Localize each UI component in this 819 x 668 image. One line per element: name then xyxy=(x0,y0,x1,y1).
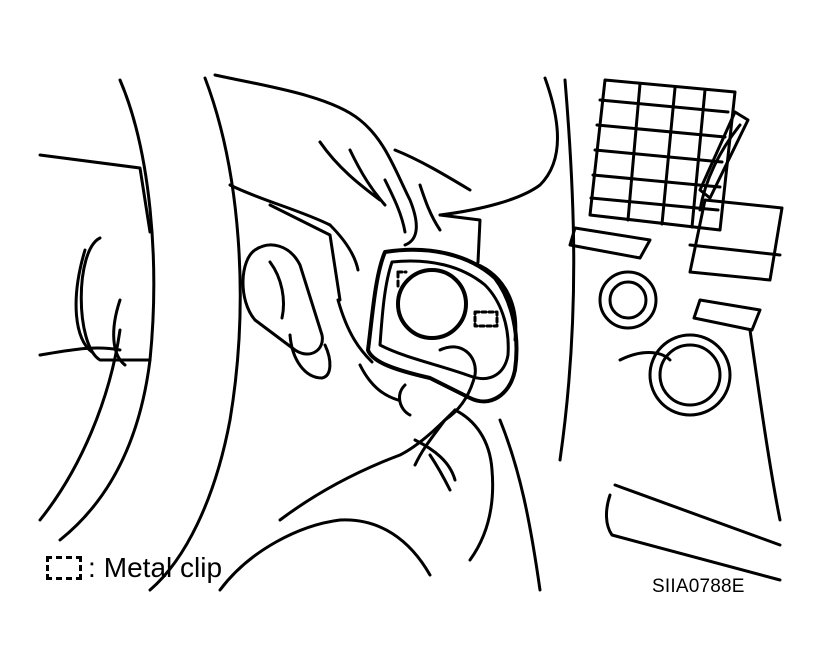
air-vent xyxy=(588,78,750,232)
upper-hand xyxy=(213,73,472,302)
legend-label: Metal clip xyxy=(103,552,223,583)
steering-wheel xyxy=(38,76,242,592)
legend: : Metal clip xyxy=(46,548,222,588)
column-stalk xyxy=(241,243,332,380)
switch-cover xyxy=(366,247,519,404)
lower-panel xyxy=(38,328,542,592)
audio-controls xyxy=(558,78,784,582)
instrument-panel xyxy=(438,76,559,342)
figure-code: SIIA0788E xyxy=(652,576,745,597)
legend-separator: : xyxy=(88,552,96,583)
dashed-box-icon xyxy=(46,556,82,580)
lower-hand xyxy=(218,298,495,592)
